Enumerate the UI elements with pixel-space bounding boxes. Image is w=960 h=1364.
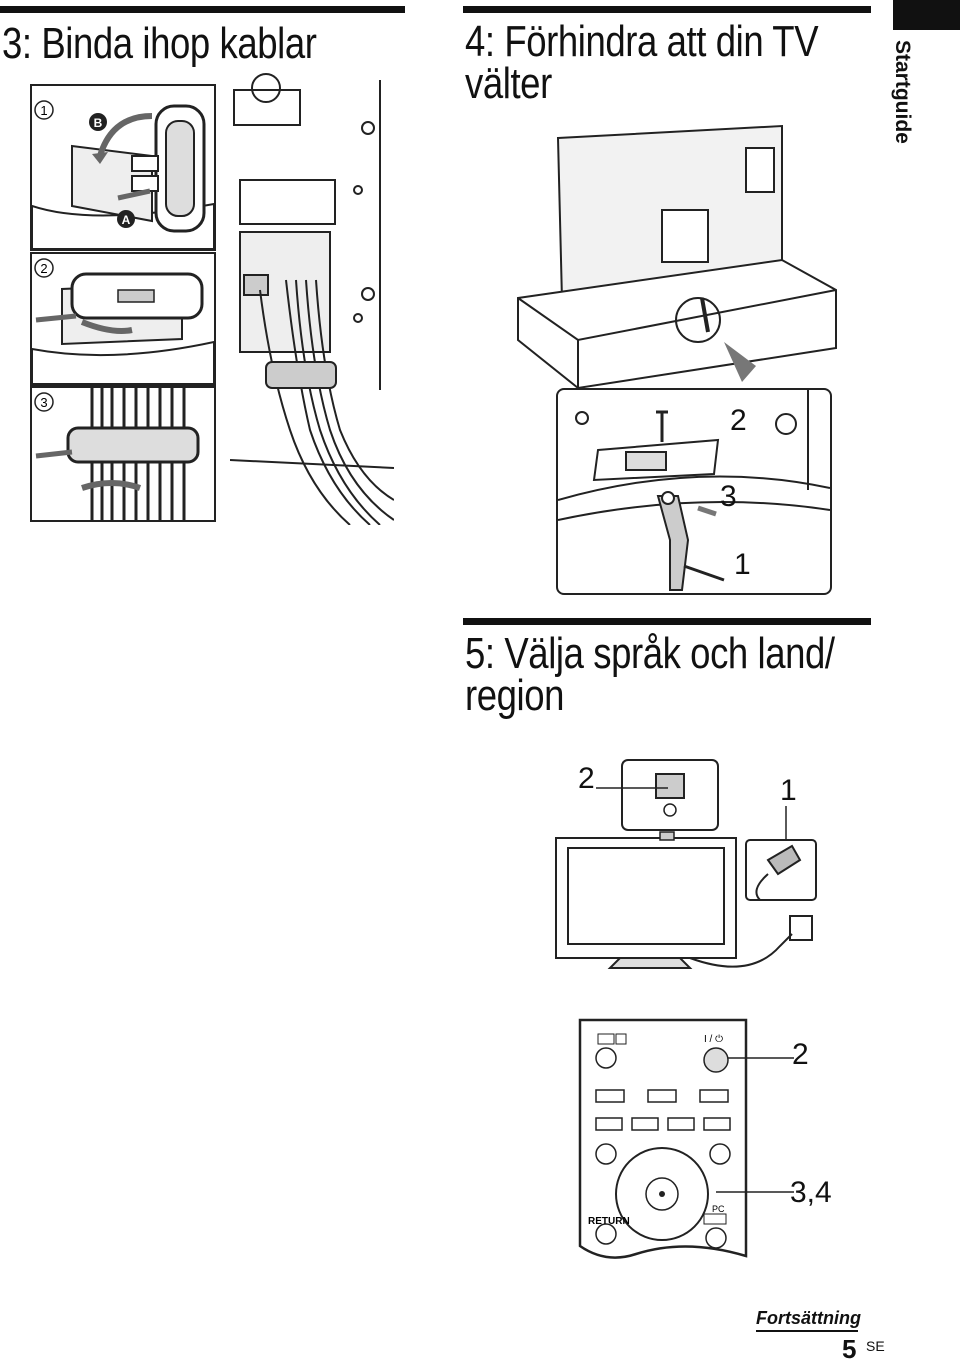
section-5-title-line2: region — [465, 671, 565, 720]
stand-detail-panel: 2 3 1 — [556, 388, 832, 595]
remote-callout-lines — [716, 1057, 794, 1193]
section-5-rule — [463, 618, 871, 625]
strap-label-1: 1 — [734, 548, 751, 581]
remote-control-illustration: RETURN PC I / ⏻ — [576, 1018, 756, 1290]
section-3-title: 3: Binda ihop kablar — [2, 19, 317, 68]
step-2-illustration: 2 — [32, 258, 214, 384]
side-tab: Startguide — [868, 40, 960, 170]
power-button-label: 2 — [578, 762, 595, 795]
strap-label-3: 3 — [720, 480, 737, 513]
strap-detail-illustration — [558, 390, 830, 591]
section-4-title-line2: välter — [465, 59, 552, 108]
side-tab-label: Startguide — [891, 40, 914, 144]
remote-pc-label: PC — [712, 1204, 725, 1214]
step-2-number: 2 — [40, 261, 47, 276]
step-1-panel: 1 B A — [30, 84, 216, 251]
step-3-number: 3 — [40, 395, 47, 410]
remote-power-symbol: I / ⏻ — [704, 1034, 723, 1045]
tv-on-stand-illustration — [512, 120, 842, 390]
page-number: 5 — [842, 1334, 857, 1364]
section-3-rule — [0, 6, 405, 13]
power-plug-label: 1 — [780, 774, 797, 807]
remote-return-label: RETURN — [588, 1216, 630, 1227]
step-1-number: 1 — [40, 103, 47, 118]
remote-label-power: 2 — [792, 1038, 809, 1071]
section-4-title-line1: 4: Förhindra att din TV — [465, 17, 819, 66]
step-3-illustration: 3 — [34, 388, 200, 520]
tv-back-cables-illustration — [229, 70, 395, 526]
section-4-rule — [463, 6, 871, 13]
step-3-panel: 3 — [30, 386, 216, 522]
section-5-title-line1: 5: Välja språk och land/ — [465, 629, 835, 678]
callout-a: A — [122, 213, 131, 227]
callout-b: B — [94, 116, 103, 130]
remote-label-nav: 3,4 — [790, 1176, 832, 1209]
page-language: SE — [866, 1338, 885, 1354]
step-1-illustration: 1 B A — [32, 100, 214, 249]
strap-label-2: 2 — [730, 404, 747, 437]
continued-label: Fortsättning — [756, 1308, 861, 1328]
step-2-panel: 2 — [30, 252, 216, 386]
tv-power-illustration: 2 1 — [550, 750, 840, 980]
continued-line — [756, 1330, 858, 1332]
section-tab-marker — [893, 0, 960, 30]
